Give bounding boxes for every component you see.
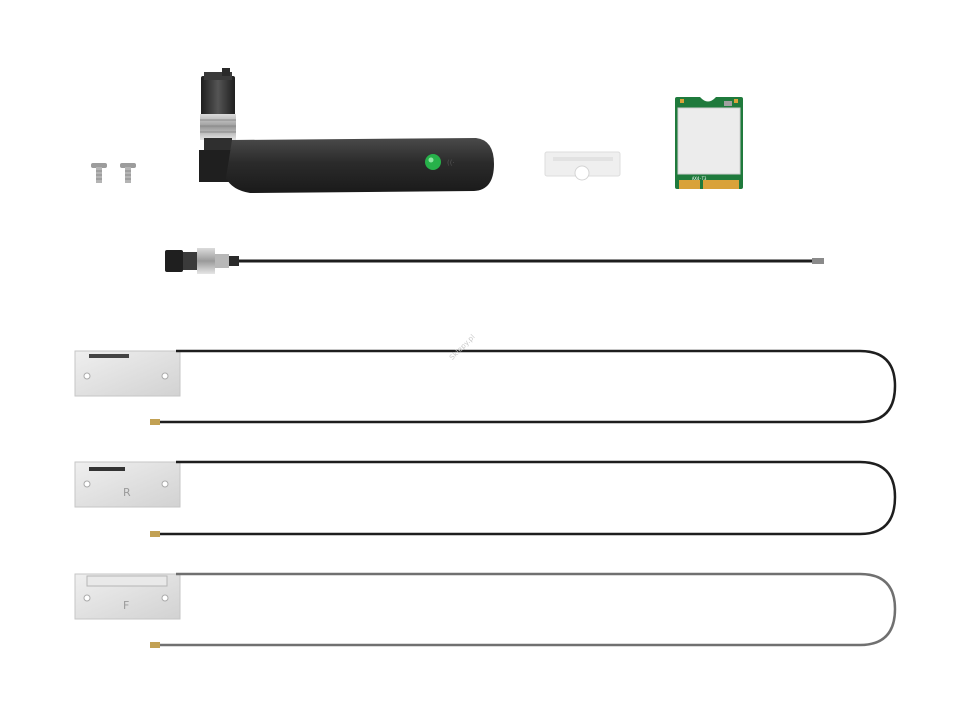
- plate-letter-f: F: [123, 599, 130, 612]
- internal-antenna-1: [74, 349, 897, 425]
- status-led-icon: [425, 154, 441, 170]
- external-antenna: ((·: [199, 68, 494, 193]
- card-gold-contacts: [679, 180, 739, 189]
- screw-left: [91, 163, 107, 183]
- plate-letter-r: R: [123, 486, 131, 499]
- shield-clip: [544, 151, 621, 181]
- internal-antenna-3: [74, 572, 897, 648]
- svg-text:((·: ((·: [447, 159, 455, 167]
- screw-right: [120, 163, 136, 183]
- internal-antenna-2: [74, 460, 897, 537]
- antenna-extension-cable: [165, 248, 824, 274]
- wifi-card: [675, 97, 743, 189]
- card-label: AX4-T3: [692, 176, 707, 181]
